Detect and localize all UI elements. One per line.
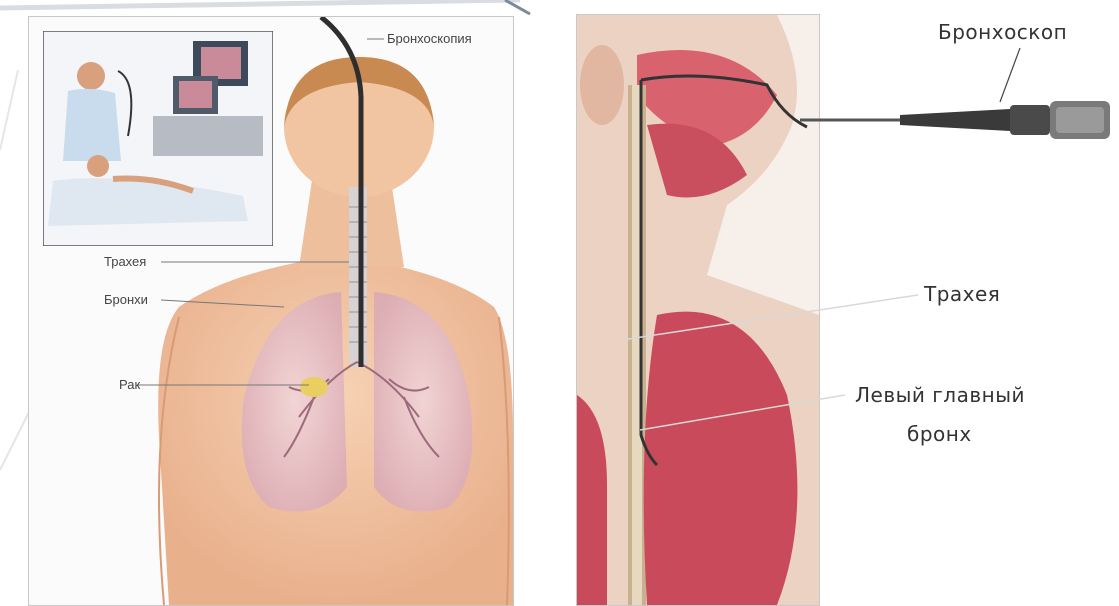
cancer-label: Рак <box>119 377 140 392</box>
airway-section-illustration <box>576 14 820 606</box>
left-main-bronchus-label-line2: бронх <box>907 422 972 446</box>
bronchi-label: Бронхи <box>104 292 148 307</box>
left-main-bronchus-label-line1: Левый главный <box>855 383 1025 407</box>
inset-procedure-scene <box>43 31 273 246</box>
bronchoscopy-label: Бронхоскопия <box>387 31 472 46</box>
bronchoscopy-overview-illustration: Бронхоскопия Трахея Бронхи Рак <box>28 16 514 606</box>
head-neck-chest-section <box>577 15 819 605</box>
trachea-section-label: Трахея <box>924 282 1000 306</box>
bronchoscope-device <box>800 95 1119 145</box>
trachea-label: Трахея <box>104 254 146 269</box>
bronchoscope-label: Бронхоскоп <box>938 20 1067 44</box>
